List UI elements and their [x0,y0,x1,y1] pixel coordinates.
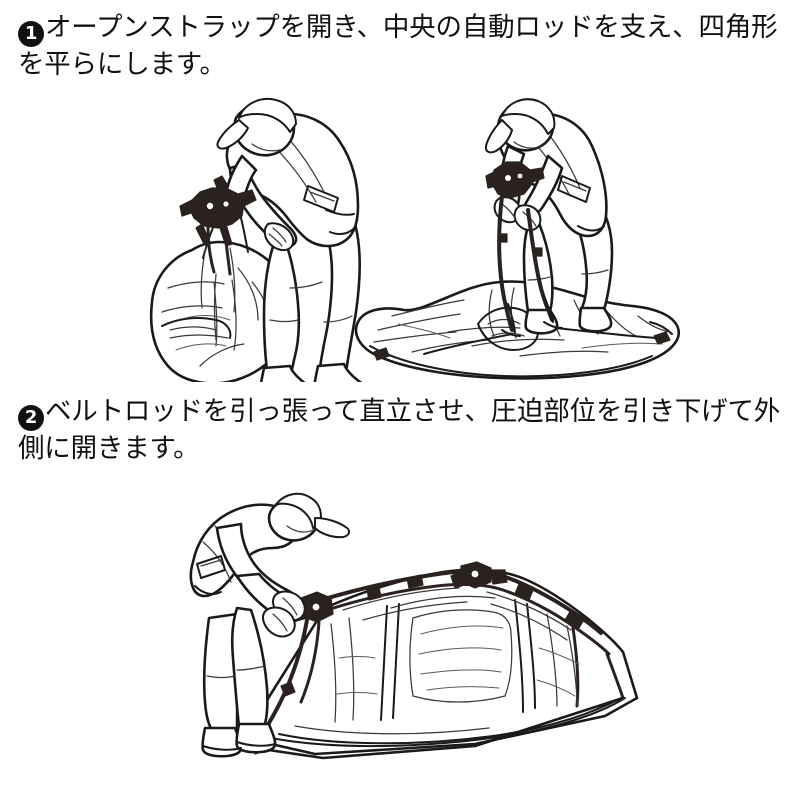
figure-person-supporting-rod-flat-tent [352,84,692,384]
step-1-number-bullet: 1 [18,21,44,47]
auto-rod-hub-detail [485,161,545,199]
step-2-number-bullet: 2 [18,405,44,431]
step-2-text-body: ベルトロッドを引っ張って直立させ、圧迫部位を引き下げて外側に開きます。 [18,396,781,464]
figure-person-holding-bagged-tent [140,82,375,382]
auto-rod-hub-detail [179,175,257,276]
step-1-text-body: オープンストラップを開き、中央の自動ロッドを支え、四角形を平らにします。 [18,12,778,80]
figure-person-pulling-belt-rod-tent-erected [175,458,645,788]
